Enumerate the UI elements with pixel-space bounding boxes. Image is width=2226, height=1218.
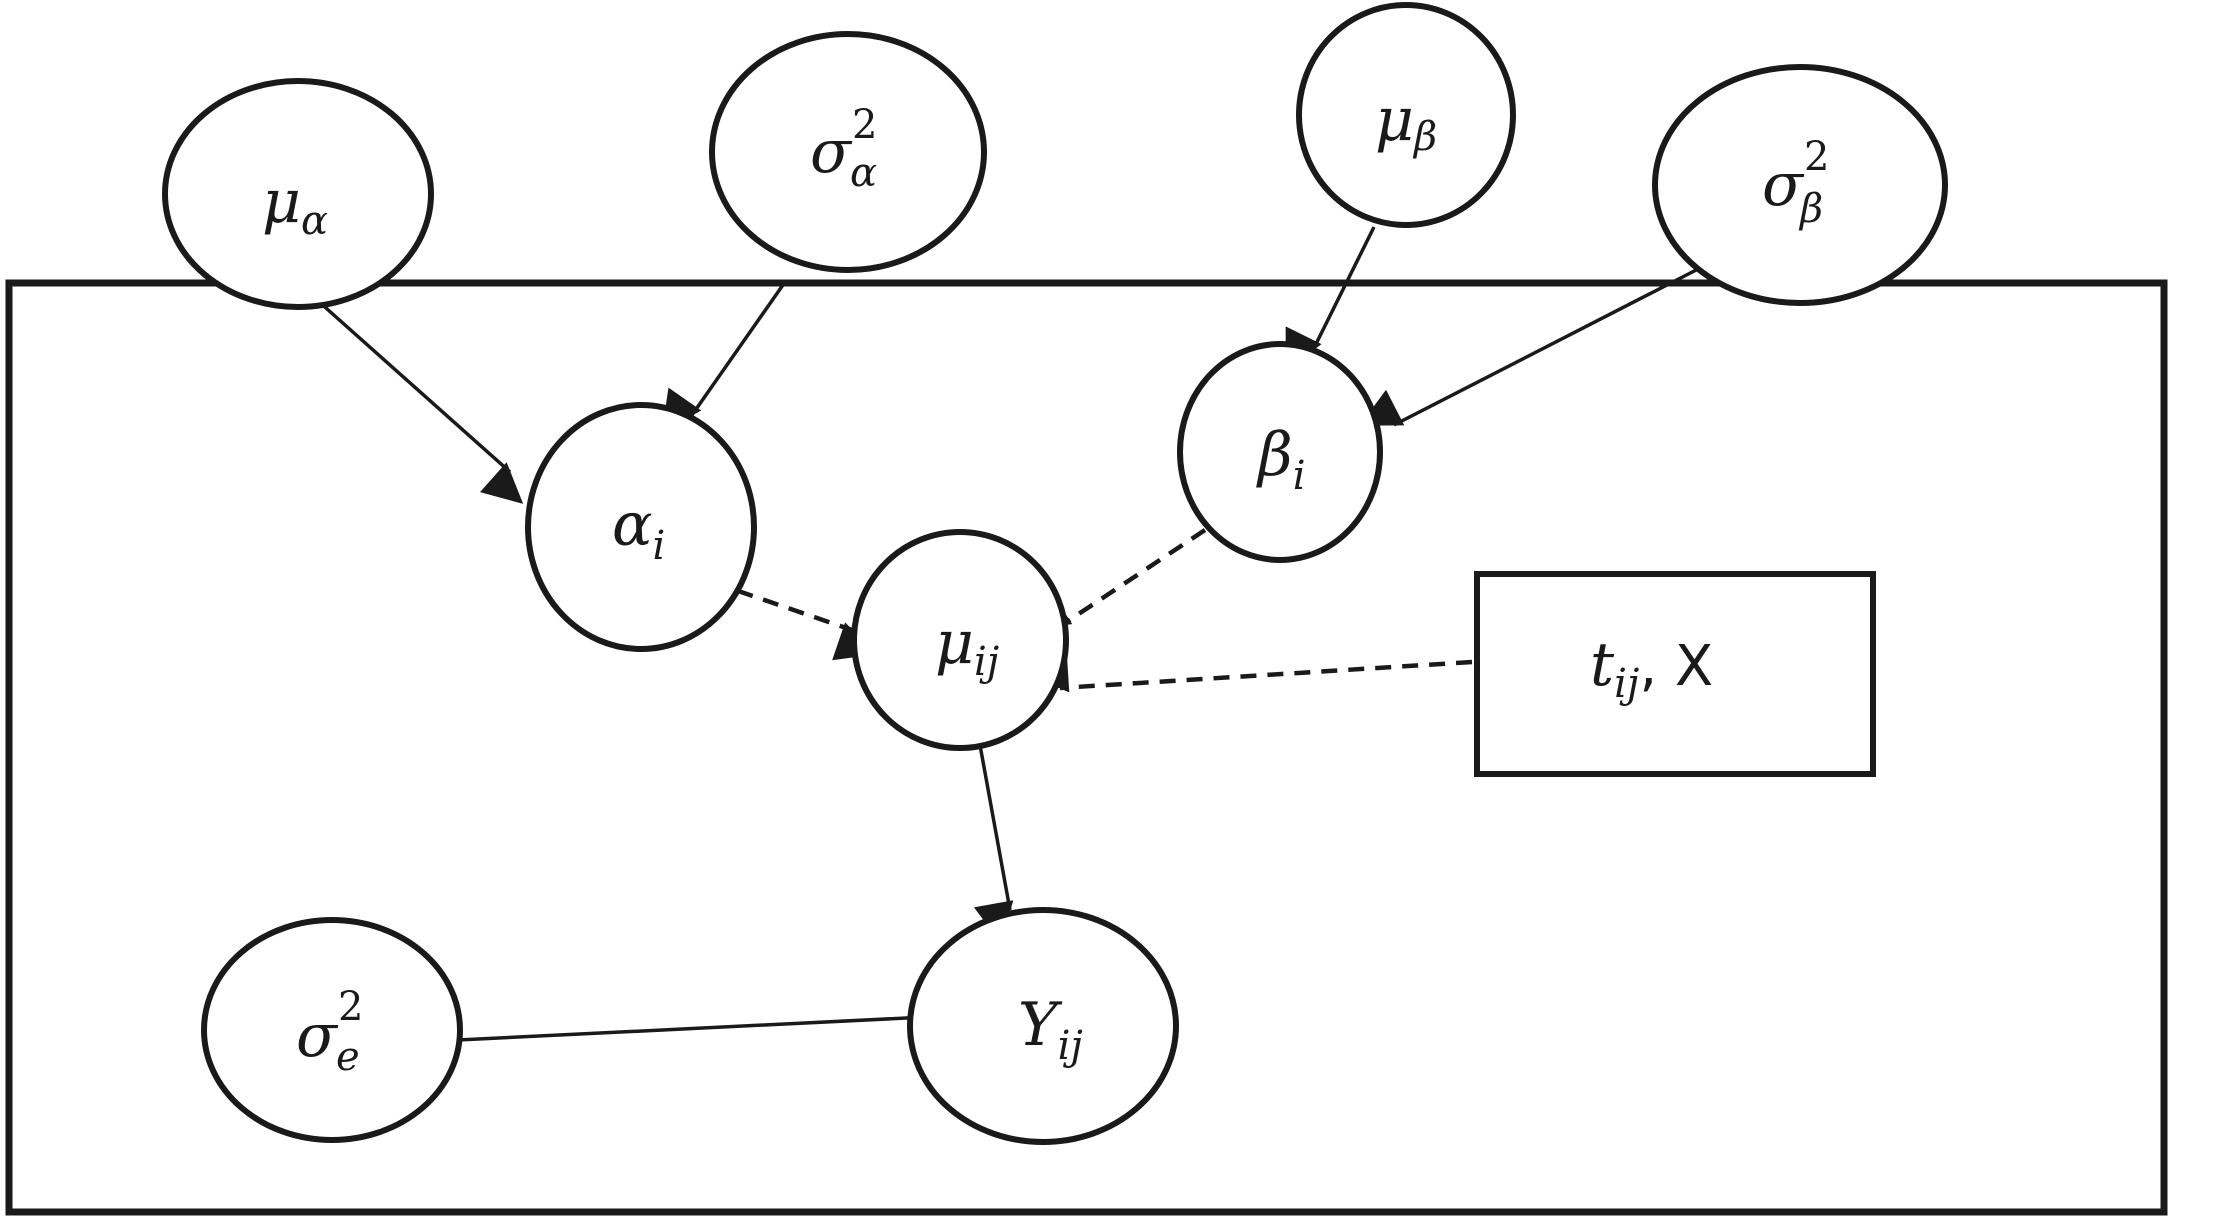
edge-mu-beta-to-beta-i — [1285, 226, 1376, 372]
node-mu-beta: μβ — [1296, 2, 1516, 228]
svg-text:μβ: μβ — [1375, 85, 1437, 160]
svg-text:βi: βi — [1256, 420, 1305, 499]
node-sigma2-alpha: σ 2 α — [709, 31, 987, 273]
svg-text:μij: μij — [935, 608, 999, 685]
edge-alpha-i-to-mu-ij — [711, 579, 877, 661]
svg-text:αi: αi — [612, 490, 665, 569]
sigma2-alpha-symbol: σ — [810, 117, 853, 187]
y-ij-subscript: ij — [1058, 1023, 1083, 1069]
node-mu-ij: μij — [851, 529, 1069, 751]
edge-sigma2-beta-to-beta-i — [1359, 265, 1703, 427]
alpha-i-subscript: i — [653, 523, 666, 569]
sigma2-beta-symbol: σ — [1762, 150, 1805, 220]
svg-text:σ: σ — [1762, 150, 1805, 220]
mu-beta-symbol: μ — [1375, 85, 1414, 155]
node-covariates: tij, X — [1474, 571, 1876, 777]
mu-alpha-subscript: α — [301, 198, 328, 244]
edge-sigma2-e-to-y-ij — [457, 1012, 959, 1053]
y-ij-symbol: Y — [1018, 990, 1063, 1060]
edge-sigma2-alpha-to-alpha-i — [661, 280, 787, 432]
sigma2-e-subscript: e — [336, 1034, 360, 1080]
node-beta-i: βi — [1177, 341, 1383, 563]
sigma2-e-symbol: σ — [296, 1001, 339, 1071]
sigma2-alpha-subscript: α — [850, 150, 877, 196]
node-alpha-i: αi — [525, 402, 757, 652]
mu-ij-subscript: ij — [974, 639, 999, 685]
svg-text:σ: σ — [296, 1001, 339, 1071]
sigma2-beta-superscript: 2 — [1804, 134, 1829, 180]
mu-alpha-symbol: μ — [262, 167, 301, 237]
covariates-subscript: ij — [1614, 661, 1639, 707]
beta-i-symbol: β — [1256, 420, 1293, 490]
plate — [5, 279, 2168, 1216]
svg-text:tij, X: tij, X — [1590, 630, 1713, 707]
sigma2-beta-subscript: β — [1798, 186, 1823, 232]
edge-beta-i-to-mu-ij — [1027, 528, 1207, 630]
covariates-suffix: , X — [1639, 634, 1713, 699]
edge-mu-ij-to-y-ij — [973, 744, 1014, 944]
edge-covariates-to-mu-ij — [1028, 652, 1473, 693]
sigma2-alpha-superscript: 2 — [852, 102, 877, 148]
edge-mu-alpha-to-alpha-i — [306, 290, 524, 504]
svg-text:σ: σ — [810, 117, 853, 187]
beta-i-subscript: i — [1293, 453, 1306, 499]
covariates-symbol: t — [1590, 630, 1615, 700]
svg-text:Yij: Yij — [1018, 990, 1083, 1069]
sigma2-e-superscript: 2 — [338, 984, 363, 1030]
edges — [306, 226, 1703, 1053]
mu-ij-symbol: μ — [935, 608, 974, 678]
svg-text:μα: μα — [262, 167, 328, 244]
node-sigma2-beta: σ 2 β — [1652, 64, 1948, 306]
mu-beta-subscript: β — [1412, 114, 1437, 160]
node-mu-alpha: μα — [162, 78, 434, 310]
node-sigma2-e: σ 2 e — [201, 917, 463, 1143]
alpha-i-symbol: α — [612, 490, 653, 560]
node-y-ij: Yij — [907, 907, 1179, 1145]
